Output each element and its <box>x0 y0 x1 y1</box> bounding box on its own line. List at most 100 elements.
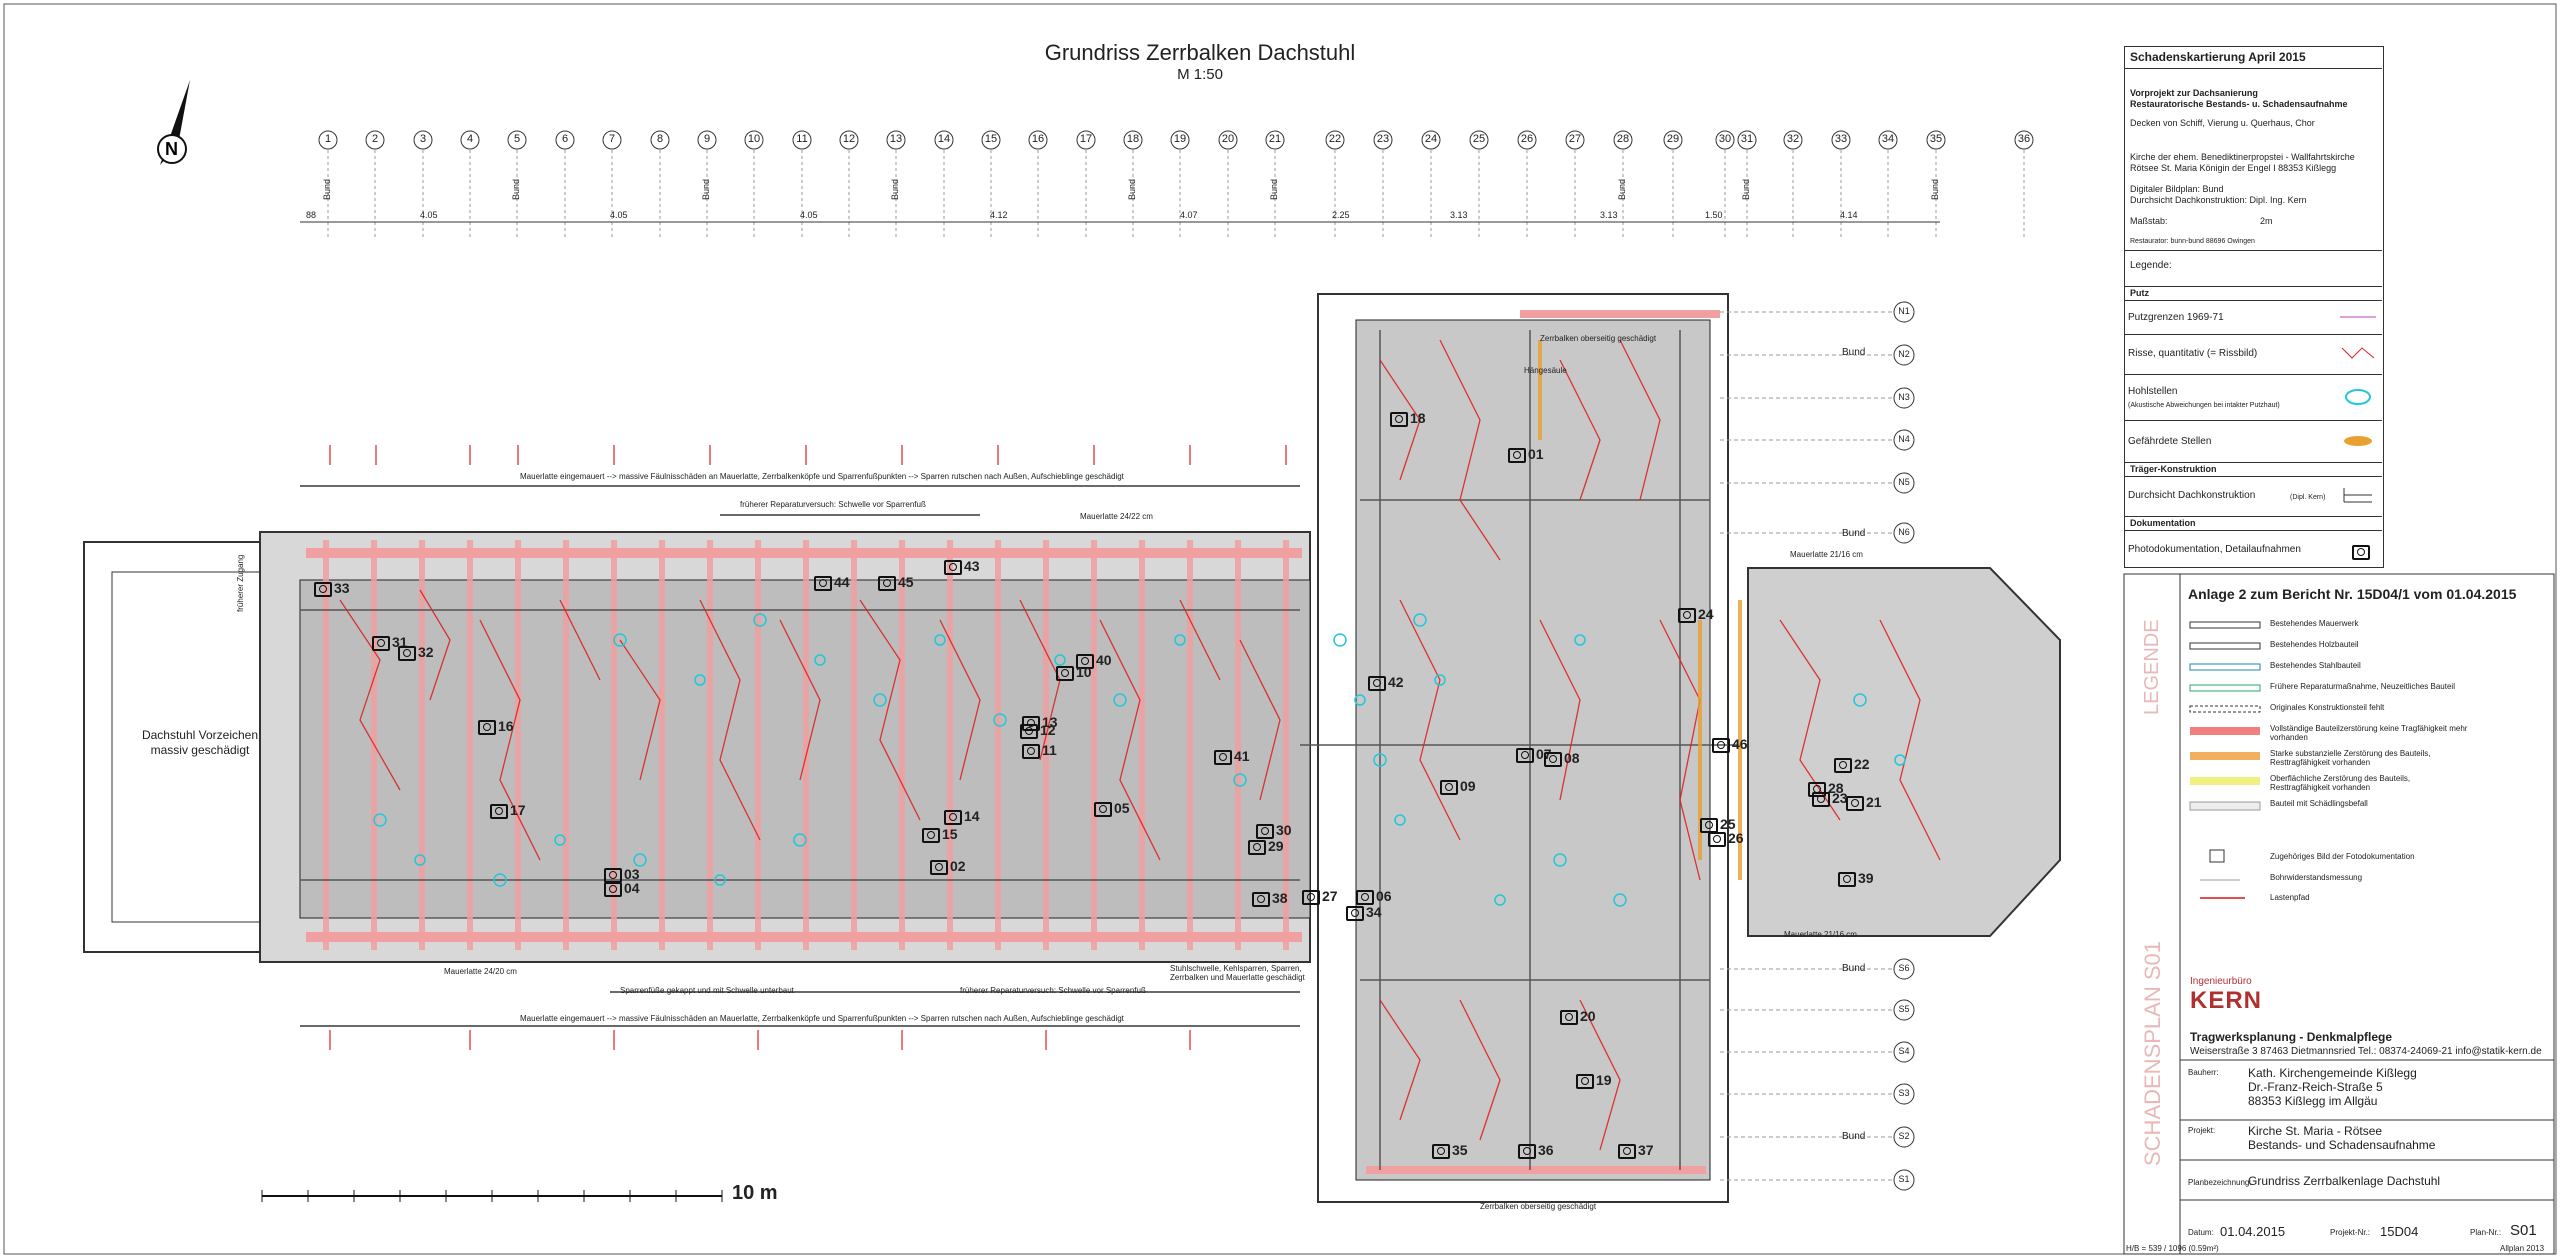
bund-label: Bund <box>1842 528 1866 539</box>
axis-number: 14 <box>937 133 951 145</box>
axis-number: 33 <box>1834 133 1848 145</box>
axis-number: 36 <box>2017 133 2031 145</box>
tb-durchsicht: Durchsicht Dachkonstruktion <box>2128 490 2256 501</box>
lower-legend-item: Zugehöriges Bild der Fotodokumentation <box>2270 852 2415 861</box>
tb-project-1: Vorprojekt zur Dachsanierung <box>2130 88 2258 98</box>
camera-icon <box>398 645 416 661</box>
photo-number: 25 <box>1720 816 1736 832</box>
axis-circle <box>1517 130 1537 150</box>
axis-number: 32 <box>1786 133 1800 145</box>
axis-number: 11 <box>796 133 808 145</box>
section-circle <box>1893 472 1915 494</box>
footer-left: H/B = 539 / 1096 (0.59m²) <box>2126 1244 2219 1253</box>
section-label: N4 <box>1898 434 1910 444</box>
projnr-val: 15D04 <box>2380 1224 2419 1239</box>
note-stuhlschwelle: Stuhlschwelle, Kehlsparren, Sparren, Zer… <box>1170 964 1305 982</box>
section-circle <box>1893 344 1915 366</box>
tb-legende: Legende: <box>2130 260 2172 271</box>
photo-tag: 10 <box>1056 664 1092 681</box>
lower-legend-item: Originales Konstruktionsteil fehlt <box>2270 703 2385 712</box>
axis-circle <box>413 130 433 150</box>
dimension-label: 4.07 <box>1180 210 1198 220</box>
axis-number: 5 <box>513 133 521 145</box>
firm-name: KERN <box>2190 987 2263 1014</box>
photo-number: 41 <box>1234 748 1250 764</box>
photo-number: 03 <box>624 866 640 882</box>
section-label: N2 <box>1898 349 1910 359</box>
lower-legend-item: Starke substanzielle Zerstörung des Baut… <box>2270 749 2431 767</box>
axis-number: 7 <box>608 133 616 145</box>
axis-circle <box>318 130 338 150</box>
tb-source-1: Digitaler Bildplan: Bund <box>2130 184 2224 194</box>
camera-icon <box>1094 801 1112 817</box>
tb-massstab: Maßstab: <box>2130 216 2168 226</box>
note-sparrenfuesse: Sparrenfüße gekappt und mit Schwelle unt… <box>620 986 794 995</box>
camera-icon <box>1356 889 1374 905</box>
axis-number: 22 <box>1328 133 1342 145</box>
photo-tag: 19 <box>1576 1072 1612 1089</box>
note-mauerlatte-21-16-top: Mauerlatte 21/16 cm <box>1790 550 1863 559</box>
anlage-title: Anlage 2 zum Bericht Nr. 15D04/1 vom 01.… <box>2188 586 2517 602</box>
axis-number: 12 <box>842 133 856 145</box>
axis-circle <box>460 130 480 150</box>
axis-number: 25 <box>1472 133 1486 145</box>
lower-legend-item: Bestehendes Mauerwerk <box>2270 619 2359 628</box>
axis-circle <box>1469 130 1489 150</box>
lower-legend-item: Vollständige Bauteilzerstörung keine Tra… <box>2270 724 2468 742</box>
axis-number: 4 <box>466 133 474 145</box>
photo-tag: 29 <box>1248 838 1284 855</box>
axis-number: 26 <box>1520 133 1534 145</box>
bund-label: Bund <box>1269 178 1279 200</box>
photo-number: 32 <box>418 644 434 660</box>
lower-legend-item: Frühere Reparaturmaßnahme, Neuzeitliches… <box>2270 682 2455 691</box>
photo-number: 12 <box>1040 722 1056 738</box>
camera-icon <box>1390 411 1408 427</box>
section-circle <box>1893 522 1915 544</box>
photo-tag: 15 <box>922 826 958 843</box>
photo-number: 01 <box>1528 446 1544 462</box>
lower-legend-item: Oberflächliche Zerstörung des Bauteils, … <box>2270 774 2411 792</box>
tb-photodoku: Photodokumentation, Detailaufnahmen <box>2128 544 2301 555</box>
note-arrow-lines <box>300 485 1300 1027</box>
section-label: S3 <box>1898 1088 1910 1098</box>
note-mauerlatte-top: Mauerlatte eingemauert --> massive Fäuln… <box>520 472 1124 481</box>
bund-label: Bund <box>890 178 900 200</box>
photo-number: 30 <box>1276 822 1292 838</box>
section-circle <box>1893 958 1915 980</box>
tb-sec-doku: Dokumentation <box>2130 518 2196 528</box>
drawing-title: Grundriss Zerrbalken Dachstuhl <box>1044 40 1356 65</box>
photo-tag: 34 <box>1346 904 1382 921</box>
vertical-legende: LEGENDE <box>2132 619 2172 720</box>
photo-number: 23 <box>1832 790 1848 806</box>
firm-logo: Ingenieurbüro KERN <box>2190 976 2262 1015</box>
camera-icon <box>1708 831 1726 847</box>
camera-icon <box>1368 675 1386 691</box>
photo-tag: 14 <box>944 808 980 825</box>
photo-number: 20 <box>1580 1008 1596 1024</box>
photo-number: 10 <box>1076 664 1092 680</box>
camera-icon <box>1252 891 1270 907</box>
axis-circle <box>2014 130 2034 150</box>
photo-number: 13 <box>1042 714 1058 730</box>
lower-legend-item: Bauteil mit Schädlingsbefall <box>2270 799 2368 808</box>
axis-number: 17 <box>1079 133 1093 145</box>
axis-number: 20 <box>1221 133 1235 145</box>
plannr-val: S01 <box>2510 1222 2537 1239</box>
bauherr-2: Dr.-Franz-Reich-Straße 5 <box>2248 1080 2383 1094</box>
camera-icon <box>1516 747 1534 763</box>
dimension-label: 3.13 <box>1600 210 1618 220</box>
photo-tag: 30 <box>1256 822 1292 839</box>
axis-circle <box>1831 130 1851 150</box>
datum-val: 01.04.2015 <box>2220 1224 2286 1239</box>
plan-label: Planbezeichnung: <box>2188 1178 2252 1187</box>
camera-icon <box>1560 1009 1578 1025</box>
camera-icon <box>1712 737 1730 753</box>
section-circle <box>1893 999 1915 1021</box>
camera-icon <box>944 559 962 575</box>
north-label: N <box>165 139 178 159</box>
axis-number: 21 <box>1268 133 1282 145</box>
camera-icon <box>1302 889 1320 905</box>
note-mauerlatte-bottom: Mauerlatte eingemauert --> massive Fäuln… <box>520 1014 1124 1023</box>
dimension-label: 4.12 <box>990 210 1008 220</box>
dimension-label: 88 <box>306 210 317 220</box>
